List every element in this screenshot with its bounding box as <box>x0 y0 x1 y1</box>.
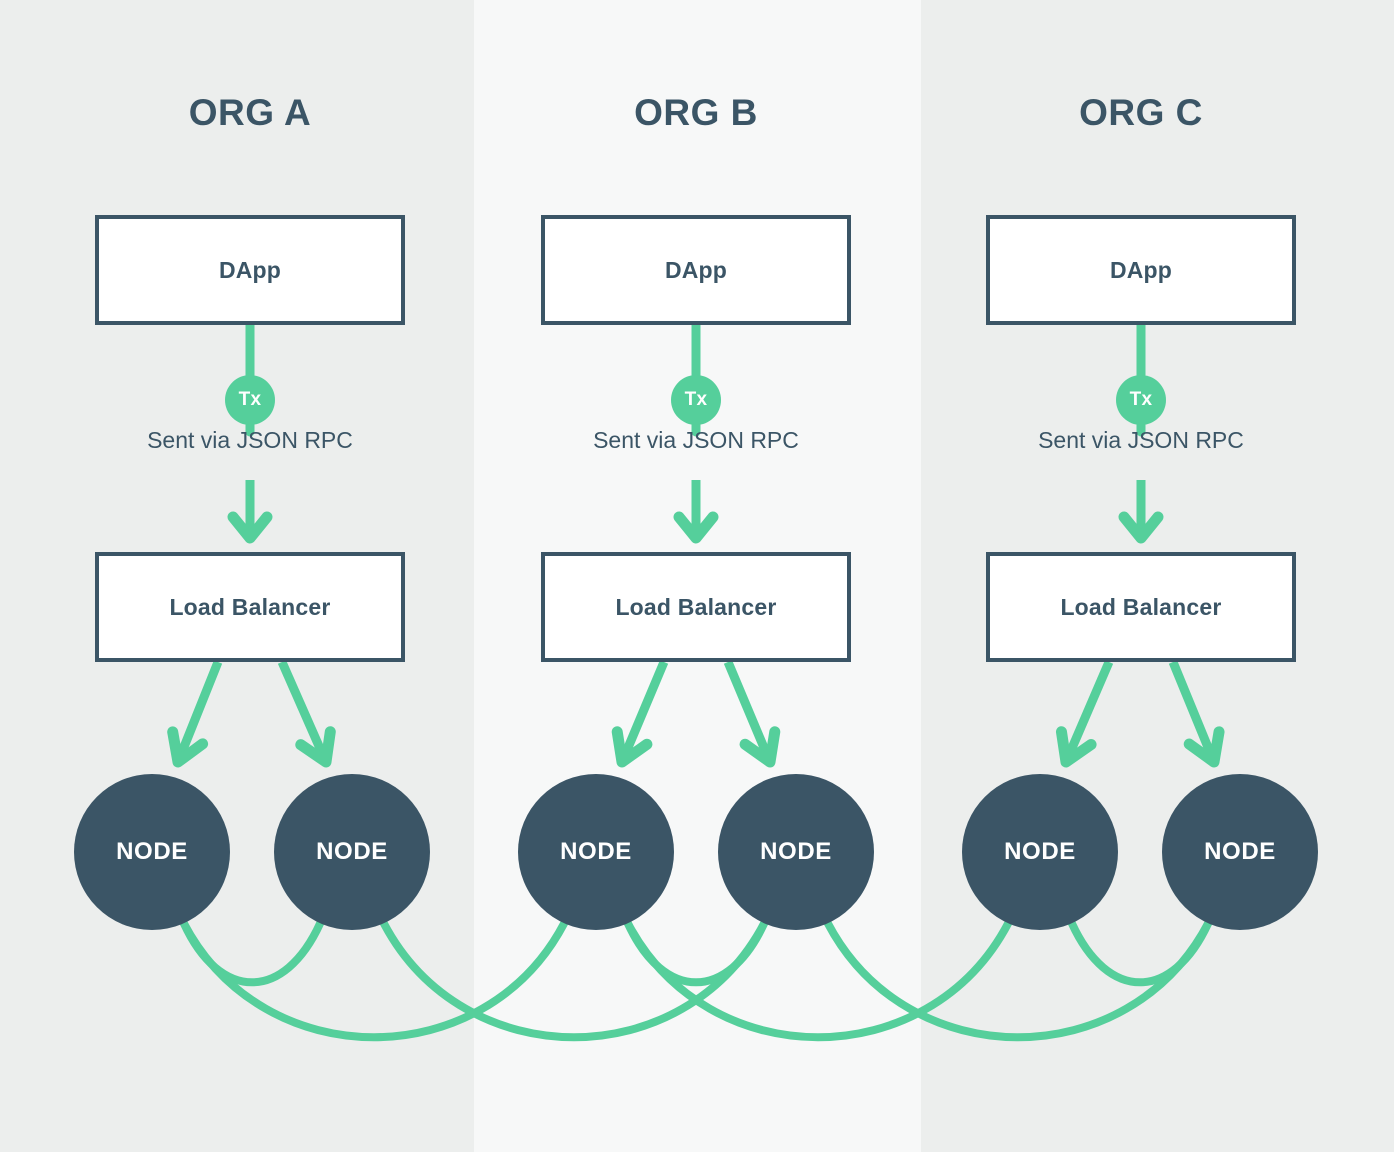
node-circle-org-b-0[interactable]: NODE <box>518 774 674 930</box>
node-circle-org-a-0[interactable]: NODE <box>74 774 230 930</box>
rpc-label-org-b: Sent via JSON RPC <box>593 427 799 453</box>
rpc-label-org-c: Sent via JSON RPC <box>1038 427 1244 453</box>
lb-arrow-head-org-c-1 <box>1183 726 1225 768</box>
column-title-org-c: ORG C <box>1079 92 1203 133</box>
lb-arrow-head-org-a-1 <box>295 726 336 768</box>
load-balancer-box-org-a[interactable]: Load Balancer <box>95 552 405 662</box>
mesh-link-2-4 <box>623 919 1013 1042</box>
rpc-arrow-head-org-c <box>1118 511 1164 544</box>
node-circle-org-c-1[interactable]: NODE <box>1162 774 1318 930</box>
load-balancer-box-org-c[interactable]: Load Balancer <box>986 552 1296 662</box>
lb-arrow-head-org-b-1 <box>739 726 781 768</box>
node-circle-org-c-0[interactable]: NODE <box>962 774 1118 930</box>
dapp-box-org-b[interactable]: DApp <box>541 215 851 325</box>
rpc-arrow-head-org-a <box>227 511 273 544</box>
node-circle-org-b-1[interactable]: NODE <box>718 774 874 930</box>
load-balancer-box-org-b[interactable]: Load Balancer <box>541 552 851 662</box>
lb-arrow-shaft-org-c-1 <box>1168 660 1216 759</box>
column-title-org-a: ORG A <box>188 92 312 133</box>
lb-arrow-shaft-org-c-0 <box>1064 660 1114 759</box>
dapp-box-org-a[interactable]: DApp <box>95 215 405 325</box>
tx-badge-org-a: Tx <box>225 375 275 425</box>
column-title-org-b: ORG B <box>634 92 758 133</box>
lb-arrow-shaft-org-b-1 <box>723 660 772 759</box>
lb-arrow-head-org-a-0 <box>167 726 209 768</box>
lb-arrow-shaft-org-a-0 <box>176 660 223 759</box>
lb-arrow-shaft-org-a-1 <box>277 660 328 759</box>
tx-badge-org-b: Tx <box>671 375 721 425</box>
rpc-arrow-head-org-b <box>673 511 719 544</box>
mesh-link-4-5 <box>1067 919 1213 987</box>
lb-arrow-shaft-org-b-0 <box>620 660 669 759</box>
rpc-label-org-a: Sent via JSON RPC <box>147 427 353 453</box>
dapp-box-org-c[interactable]: DApp <box>986 215 1296 325</box>
node-circle-org-a-1[interactable]: NODE <box>274 774 430 930</box>
mesh-link-0-2 <box>179 919 569 1042</box>
tx-badge-org-c: Tx <box>1116 375 1166 425</box>
lb-arrow-head-org-c-0 <box>1055 726 1097 768</box>
lb-arrow-head-org-b-0 <box>611 726 653 768</box>
